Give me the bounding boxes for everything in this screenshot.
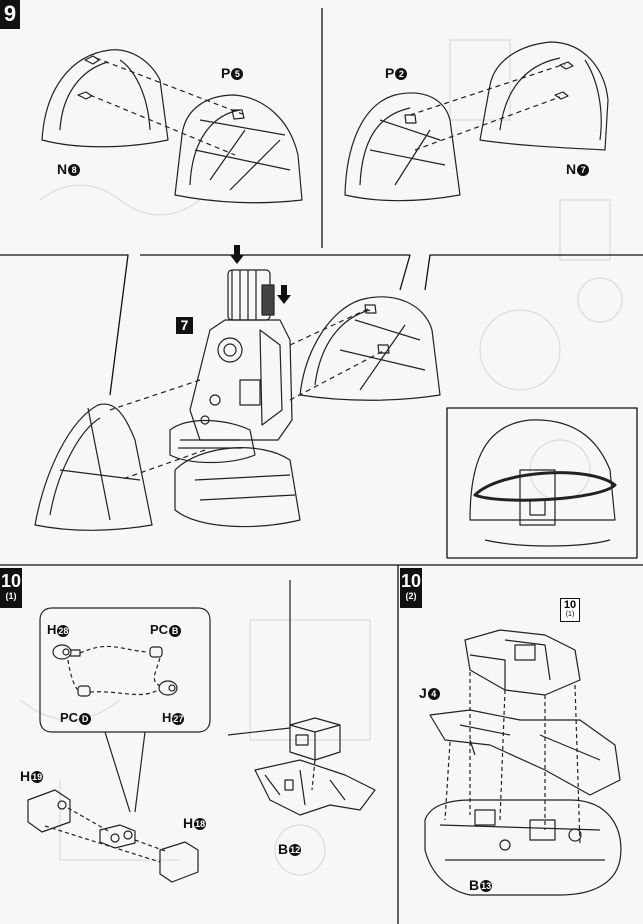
part-letter: B <box>278 841 289 857</box>
inset-detail <box>469 419 617 547</box>
shell-p5-left <box>174 94 303 204</box>
guide-lines-step10b <box>444 672 581 846</box>
torso-assembly <box>169 269 301 528</box>
step-number: 9 <box>3 1 17 26</box>
hip-joint-parts <box>27 789 199 883</box>
frame-b12 <box>254 759 376 816</box>
part-number: 8 <box>68 164 81 177</box>
subassembly-frame <box>39 607 211 813</box>
part-number: 4 <box>427 688 440 701</box>
part-number: 28 <box>57 624 70 637</box>
panel-dividers <box>0 8 643 924</box>
background-ghost-art <box>19 39 623 876</box>
part-letter: H <box>47 622 57 637</box>
step-9-badge: 9 <box>0 0 20 29</box>
part-letter: J <box>419 685 427 701</box>
part-letter: N <box>57 161 68 177</box>
step-number: 10 <box>0 571 22 591</box>
subassembly-parts <box>52 644 178 697</box>
part-letter: H <box>20 768 31 784</box>
ref-number: 10 <box>563 599 577 611</box>
part-number: 2 <box>395 68 408 81</box>
step-7-reference-badge: 7 <box>176 317 193 334</box>
part-number: 19 <box>31 771 44 784</box>
base-b13 <box>424 799 622 896</box>
part-letter: PC <box>60 710 79 725</box>
part-letter: PC <box>150 622 169 637</box>
ref-substep: (1) <box>565 611 575 618</box>
ref-number: 7 <box>180 317 189 333</box>
part-number: 7 <box>577 164 590 177</box>
part-number: 18 <box>194 818 207 831</box>
callout-box-upper-right-step10a <box>227 580 291 736</box>
part-letter: H <box>162 710 172 725</box>
part-number: 5 <box>231 68 244 81</box>
guide-lines-sub <box>67 645 161 696</box>
part-number: B <box>169 624 182 637</box>
part-letter: P <box>221 65 231 81</box>
shell-n8-left <box>41 49 169 148</box>
part-letter: P <box>385 65 395 81</box>
step-substep: (1) <box>5 591 17 601</box>
step-10-1-badge: 10 (1) <box>0 568 22 608</box>
step-10-1-reference-badge: 10 (1) <box>560 598 580 622</box>
part-number: D <box>79 712 92 725</box>
guide-lines-step9-left <box>89 57 246 156</box>
part-letter: N <box>566 161 577 177</box>
guide-lines-hip <box>44 807 169 863</box>
step-10-2-badge: 10 (2) <box>400 568 422 608</box>
part-number: 27 <box>172 712 185 725</box>
step-substep: (2) <box>405 591 417 601</box>
guide-lines-b12 <box>311 759 316 791</box>
shell-p2-right <box>344 92 461 202</box>
shell-front-left <box>34 403 153 531</box>
guide-lines-middle <box>109 307 386 481</box>
frame-j4 <box>429 709 621 796</box>
shell-front-right <box>299 296 441 401</box>
guide-lines-step9-right <box>409 63 566 151</box>
part-letter: H <box>183 815 194 831</box>
shell-n7-right <box>479 41 609 151</box>
part-number: 12 <box>289 844 302 857</box>
part-number: 13 <box>480 880 493 893</box>
step-number: 10 <box>400 571 422 591</box>
part-letter: B <box>469 877 480 893</box>
down-arrows <box>230 245 291 304</box>
box-component <box>289 717 341 761</box>
top-subassembly-ref <box>464 629 581 696</box>
